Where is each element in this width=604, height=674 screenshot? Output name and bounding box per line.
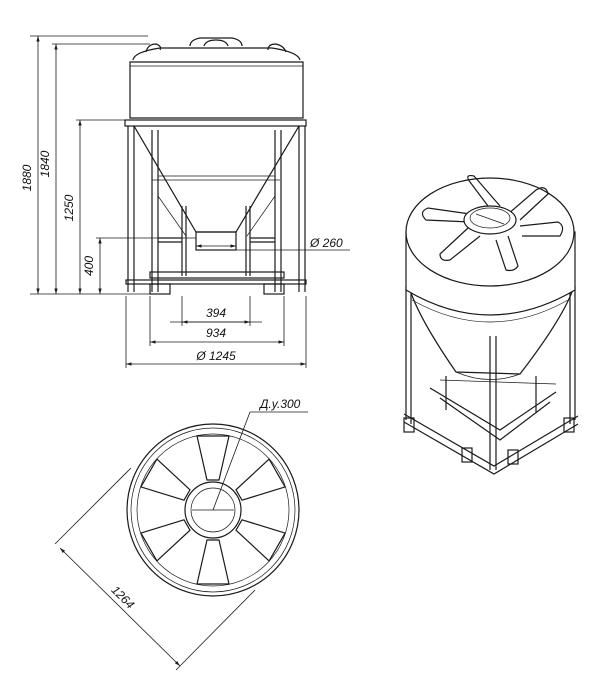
dim-support-width-inner: 394 (206, 306, 226, 320)
lid-rib (140, 519, 191, 562)
plan-view (54, 411, 308, 671)
front-elevation-view (124, 37, 307, 295)
dim-height-total: 1880 (20, 164, 34, 191)
dim-height-body: 1840 (38, 150, 52, 177)
horizontal-dimensions (125, 296, 307, 368)
lid-rib (140, 458, 191, 501)
isometric-view (403, 175, 579, 475)
lid-rib (235, 519, 286, 562)
lid-ribs (140, 435, 286, 585)
dim-tank-diameter: Ø 1245 (195, 349, 236, 363)
lid-rib (235, 458, 286, 501)
lid-rib (196, 435, 230, 481)
lid-rib (196, 539, 230, 585)
dim-hatch-size: Д.у.300 (258, 397, 301, 411)
dim-height-outlet: 400 (82, 256, 96, 276)
dim-height-frame: 1250 (62, 194, 76, 221)
vertical-dimensions (30, 35, 350, 295)
dim-support-width-outer: 934 (206, 326, 226, 340)
dim-outlet-diameter: Ø 260 (309, 236, 343, 250)
dim-plan-diameter: 1264 (108, 583, 137, 612)
